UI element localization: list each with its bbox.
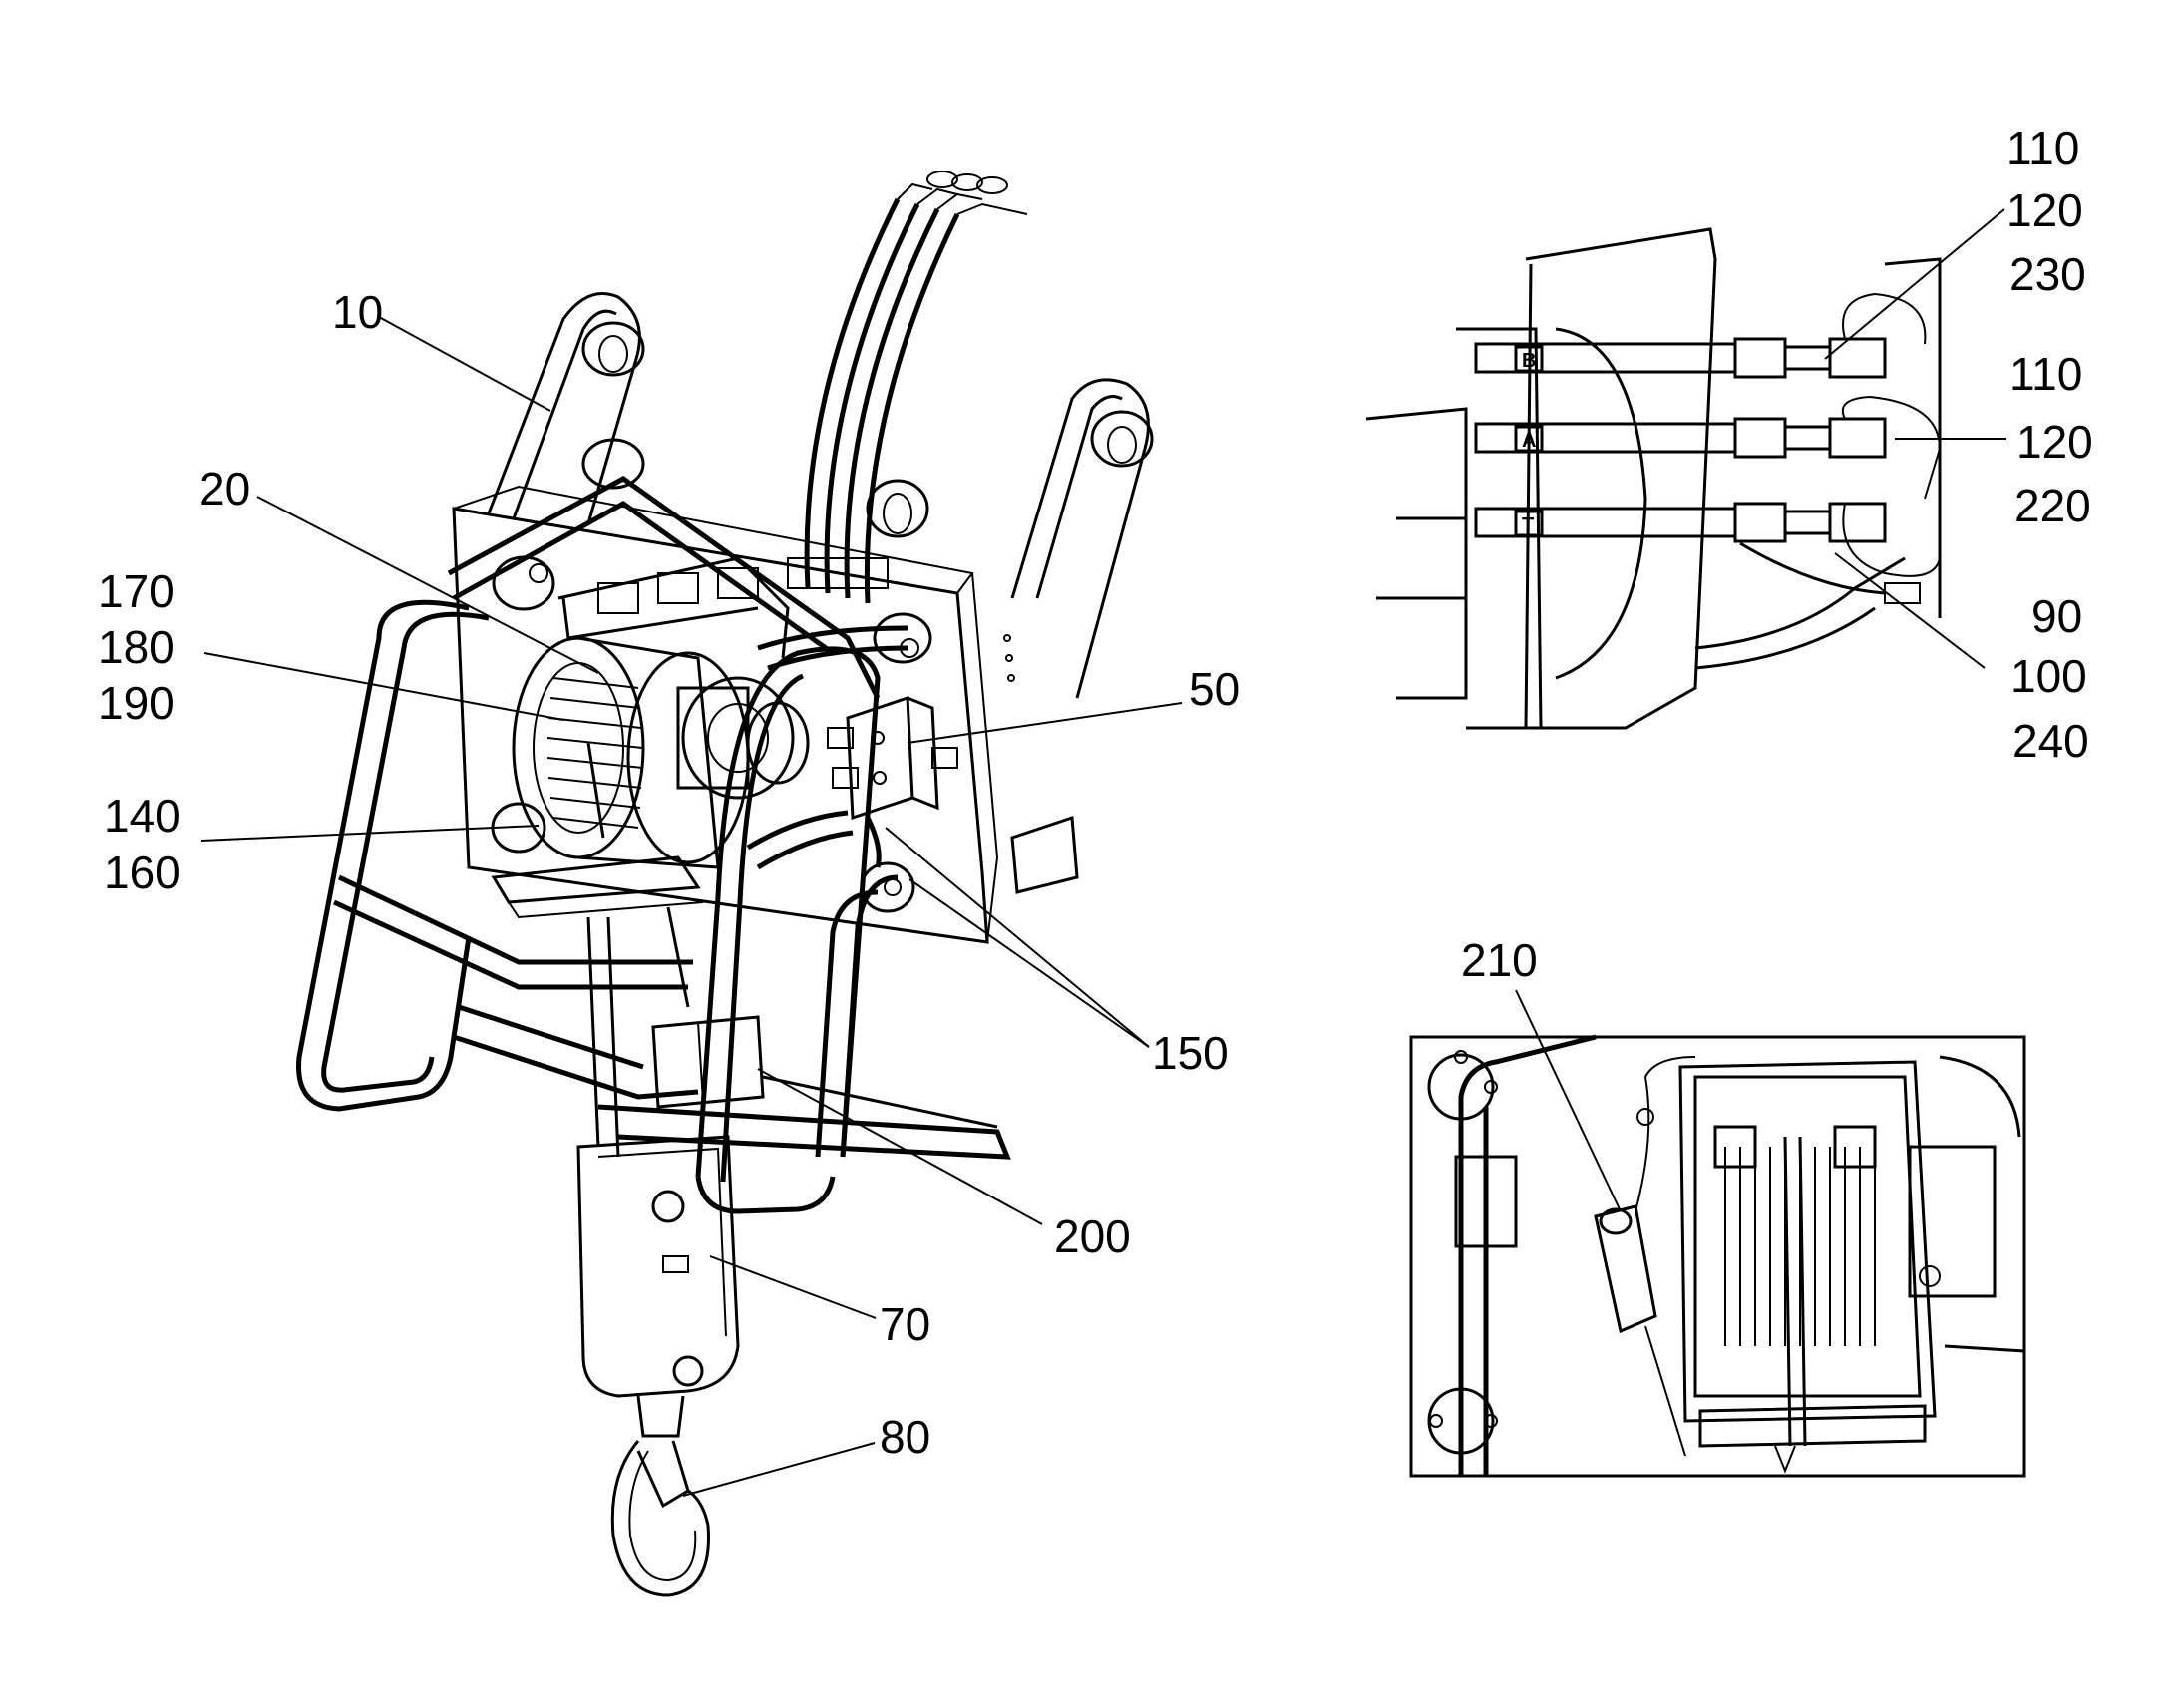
ref-numeral-170: 170 bbox=[98, 565, 175, 617]
leader-210 bbox=[1515, 989, 1622, 1212]
lifting-lug-left bbox=[487, 292, 645, 524]
leader-140-160 bbox=[200, 825, 540, 842]
leader-10 bbox=[378, 316, 551, 412]
leader-50 bbox=[907, 702, 1183, 744]
winch-drum bbox=[512, 636, 750, 869]
port-t-label: T bbox=[1522, 514, 1534, 536]
ref-numeral-220: 220 bbox=[2014, 480, 2091, 531]
main-view-hoist-assembly bbox=[296, 171, 1154, 1597]
leader-100 bbox=[1834, 552, 1986, 669]
ref-numeral-100: 100 bbox=[2010, 650, 2087, 702]
hook-block bbox=[576, 1135, 740, 1438]
centre-lug bbox=[866, 479, 929, 538]
roll-bar-frame bbox=[296, 476, 1011, 1214]
valve-block bbox=[827, 695, 958, 821]
ref-numeral-210: 210 bbox=[1461, 934, 1538, 986]
ref-numeral-160: 160 bbox=[104, 847, 181, 898]
pendant-box bbox=[651, 1015, 998, 1129]
ref-numeral-110-mid: 110 bbox=[2009, 348, 2083, 400]
rope-guide bbox=[491, 855, 704, 1158]
port-b-label: B bbox=[1522, 350, 1536, 372]
ref-numeral-120-mid: 120 bbox=[2016, 416, 2093, 468]
detail-remote-receiver bbox=[1409, 1034, 2026, 1478]
detail-valve-connections: B A T bbox=[1365, 227, 1942, 730]
leader-150-b bbox=[885, 827, 1150, 1048]
leader-200 bbox=[757, 1068, 1043, 1225]
port-a-line: A bbox=[1474, 417, 1887, 459]
leader-70 bbox=[709, 1255, 877, 1319]
leader-lines bbox=[200, 208, 2006, 1497]
lifting-lug-right bbox=[1010, 378, 1154, 894]
ref-numeral-140: 140 bbox=[104, 790, 181, 842]
ref-numeral-180: 180 bbox=[98, 621, 175, 673]
ref-numeral-20: 20 bbox=[199, 463, 251, 514]
port-a-label: A bbox=[1522, 430, 1536, 452]
ref-numeral-190: 190 bbox=[98, 677, 175, 729]
port-b-line: B bbox=[1474, 337, 1887, 379]
leader-120-top bbox=[1824, 208, 2005, 360]
leader-80 bbox=[682, 1442, 876, 1497]
ref-numeral-200: 200 bbox=[1054, 1210, 1131, 1262]
port-t-line: T bbox=[1474, 502, 1887, 543]
crane-hook bbox=[610, 1440, 710, 1597]
leader-170-190 bbox=[203, 652, 564, 721]
ref-numeral-240: 240 bbox=[2012, 715, 2089, 767]
hydraulic-hoses bbox=[746, 171, 1028, 870]
ref-numeral-230: 230 bbox=[2009, 248, 2086, 300]
mounting-plate bbox=[452, 485, 1015, 944]
leader-20 bbox=[256, 496, 599, 674]
hydraulic-motor bbox=[557, 556, 810, 800]
ref-numeral-150: 150 bbox=[1152, 1027, 1229, 1079]
leader-150-a bbox=[908, 878, 1150, 1048]
ref-numeral-80: 80 bbox=[880, 1411, 931, 1463]
ref-numeral-120-top: 120 bbox=[2006, 184, 2083, 236]
ref-numeral-70: 70 bbox=[880, 1298, 931, 1350]
ref-numeral-50: 50 bbox=[1189, 663, 1241, 715]
ref-numeral-10: 10 bbox=[332, 286, 384, 338]
ref-numeral-110-top: 110 bbox=[2006, 122, 2080, 173]
ref-numeral-90: 90 bbox=[2031, 590, 2083, 642]
